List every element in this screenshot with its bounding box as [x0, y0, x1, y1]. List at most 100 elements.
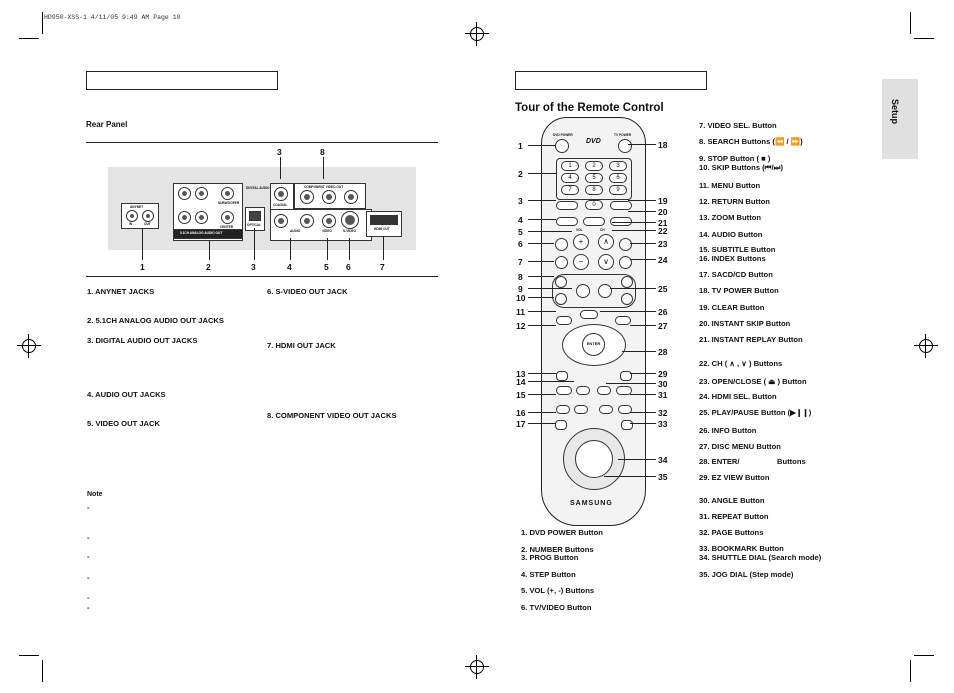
panel-callout: 4 [287, 262, 292, 272]
remote-item: 26. INFO Button [699, 426, 757, 435]
key-0: 0 [585, 200, 603, 210]
callout-line [630, 412, 656, 413]
ch51-label: 5.1CH ANALOG AUDIO OUT [180, 231, 223, 235]
remote-callout: 17 [516, 419, 526, 429]
menu-button [556, 316, 572, 325]
callout-line [628, 200, 656, 201]
callout-line [528, 288, 572, 289]
setup-tab: Setup [882, 79, 918, 159]
remote-item: 25. PLAY/PAUSE Button (▶❙❙) [699, 408, 812, 417]
page-button [618, 405, 632, 414]
callout-line [280, 157, 281, 179]
divider [86, 142, 438, 143]
callout-line [528, 412, 556, 413]
remote-callout: 16 [516, 408, 526, 418]
vol-down-button: − [573, 254, 589, 270]
page-button [599, 405, 613, 414]
key-2: 2 [585, 161, 603, 171]
step-button [556, 217, 578, 226]
remote-callout: 28 [658, 347, 668, 357]
key-1: 1 [561, 161, 579, 171]
remote-item: 32. PAGE Buttons [699, 528, 764, 537]
callout-line [254, 228, 255, 260]
remote-item: 33. BOOKMARK Button [699, 544, 784, 553]
remote-item: 2. NUMBER Buttons [521, 545, 594, 554]
callout-line [528, 394, 556, 395]
callout-line [528, 261, 554, 262]
callout-line [142, 228, 143, 260]
remote-callout: 20 [658, 207, 668, 217]
crop-mark [910, 12, 911, 34]
info-button [580, 310, 598, 319]
callout-line [383, 236, 384, 260]
ch-label: CH [600, 228, 605, 232]
remote-item: 14. AUDIO Button [699, 230, 763, 239]
brand-logo: SAMSUNG [570, 500, 613, 507]
remote-item: 23. OPEN/CLOSE ( ⏏ ) Button [699, 377, 807, 386]
callout-line [612, 230, 656, 231]
sacd-cd-button [555, 420, 567, 430]
tv-power-button [618, 139, 632, 153]
callout-line [628, 211, 656, 212]
dvd-power-label: DVD POWER [553, 133, 573, 137]
vol-label: VOL [576, 228, 583, 232]
remote-item: 35. JOG DIAL (Step mode) [699, 570, 794, 579]
jack [195, 211, 208, 224]
crop-mark [42, 12, 43, 34]
callout-line [630, 423, 656, 424]
callout-line [528, 311, 556, 312]
remote-callout: 30 [658, 379, 668, 389]
remote-item: 31. REPEAT Button [699, 512, 769, 521]
remote-callout: 3 [518, 196, 523, 206]
rear-panel-illustration: ANYNET IN OUT SUBWOOFER CENTER 5.1CH ANA… [108, 167, 416, 250]
key-4: 4 [561, 173, 579, 183]
jack [178, 187, 191, 200]
remote-callout: 11 [516, 307, 525, 317]
remote-item: 1. DVD POWER Button [521, 528, 603, 537]
component-label: COMPONENT VIDEO OUT [304, 185, 344, 189]
remote-callout: 29 [658, 369, 668, 379]
remote-callout: 1 [518, 141, 523, 151]
remote-callout: 23 [658, 239, 668, 249]
callout-line [323, 157, 324, 179]
hdmi-button [619, 256, 632, 269]
video-label: VIDEO [322, 229, 332, 233]
skip-fwd-button [621, 293, 633, 305]
callout-line [630, 373, 656, 374]
remote-item-suffix: Buttons [777, 457, 806, 466]
remote-item: 21. INSTANT REPLAY Button [699, 335, 803, 344]
zoom-button [556, 371, 568, 381]
ch-up-button: ∧ [598, 234, 614, 250]
subtitle-button [576, 386, 590, 395]
callout-line [349, 238, 350, 260]
anynet-in-jack [126, 210, 138, 222]
remote-item: 22. CH ( ∧ , ∨ ) Buttons [699, 359, 783, 368]
page-title: Tour of the Remote Control [515, 102, 664, 114]
callout-line [618, 459, 656, 460]
remote-item: 19. CLEAR Button [699, 303, 765, 312]
remote-item: 10. SKIP Buttons (⏮/⏭) [699, 163, 783, 172]
rear-item: 4. AUDIO OUT JACKS [87, 390, 166, 399]
prog-button [556, 201, 578, 210]
callout-line [528, 325, 556, 326]
callout-line [600, 311, 656, 312]
optical-label: OPTICAL [247, 223, 261, 227]
remote-item: 13. ZOOM Button [699, 213, 762, 222]
rear-item: 1. ANYNET JACKS [87, 287, 155, 296]
remote-callout: 10 [516, 293, 526, 303]
remote-callout: 25 [658, 284, 668, 294]
remote-callout: 19 [658, 196, 668, 206]
remote-item: 24. HDMI SEL. Button [699, 392, 777, 401]
tv-video-button [555, 238, 568, 251]
remote-item: 6. TV/VIDEO Button [521, 603, 592, 612]
remote-item: 28. ENTER/ [699, 457, 740, 466]
note-bullet: - [87, 593, 90, 602]
anynet-out-label: OUT [144, 222, 151, 226]
callout-line [606, 383, 656, 384]
key-3: 3 [609, 161, 627, 171]
callout-line [630, 259, 656, 260]
crop-mark [910, 660, 911, 682]
rear-item: 6. S-VIDEO OUT JACK [267, 287, 348, 296]
remote-item: 29. EZ VIEW Button [699, 473, 770, 482]
search-fwd-button [621, 276, 633, 288]
